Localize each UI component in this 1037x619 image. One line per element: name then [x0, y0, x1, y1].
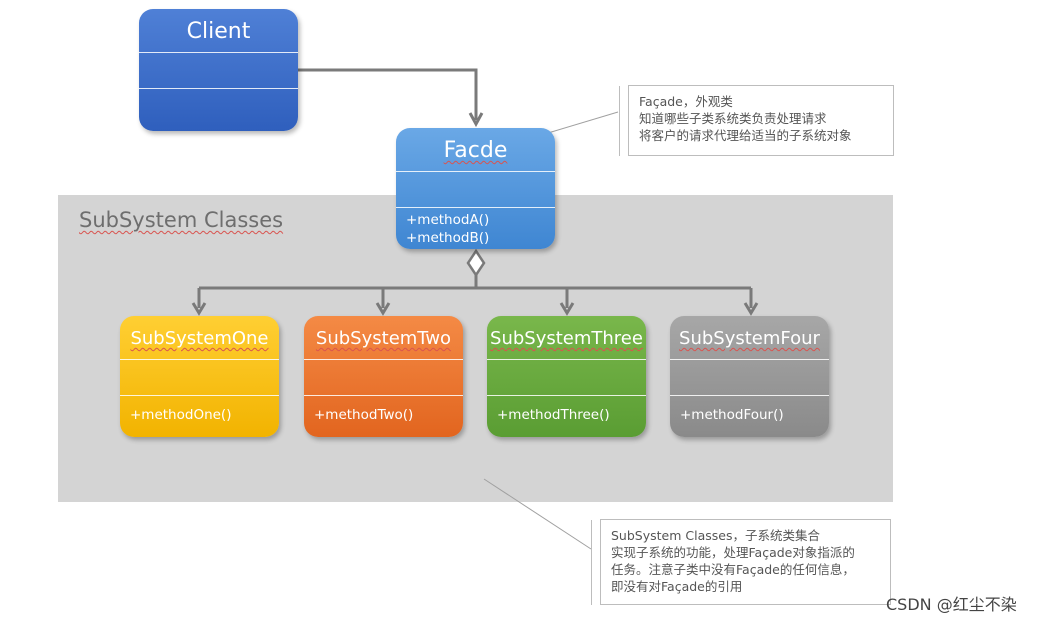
arrow-to-two: [375, 302, 391, 316]
subsystem-four-name-text: SubSystemFour: [679, 328, 820, 349]
group-title-text: SubSystem Classes: [79, 208, 284, 232]
csdn-watermark: CSDN @红尘不染: [886, 595, 1017, 614]
arrow-to-three: [559, 302, 575, 316]
subsystem-note-line-2: 实现子系统的功能，处理Façade对象指派的: [611, 545, 855, 560]
subsystem-two-attributes: [304, 360, 463, 396]
facade-note-line-3: 将客户的请求代理给适当的子系统对象: [639, 128, 852, 143]
client-facade-connector: [298, 68, 478, 120]
subsystem-one-name-text: SubSystemOne: [130, 328, 269, 349]
client-attributes: [139, 53, 298, 89]
facade-note-bar: [619, 86, 620, 156]
client-class[interactable]: Client: [139, 9, 298, 131]
facade-class[interactable]: Facde +methodA() +methodB(): [396, 128, 555, 249]
client-class-name: Client: [139, 9, 298, 53]
subsystem-four-class[interactable]: SubSystemFour +methodFour(): [670, 316, 829, 437]
subsystem-note-line-3: 任务。注意子类中没有Façade的任何信息，: [611, 562, 855, 577]
facade-method-b: +methodB(): [406, 230, 490, 246]
aggregation-diamond: [466, 248, 486, 278]
subsystem-three-attributes: [487, 360, 646, 396]
subsystem-three-class[interactable]: SubSystemThree +methodThree(): [487, 316, 646, 437]
facade-method-a: +methodA(): [406, 212, 490, 228]
subsystem-four-name: SubSystemFour: [670, 316, 829, 360]
subsystem-two-method: +methodTwo(): [314, 407, 414, 423]
facade-name-text: Facde: [443, 138, 508, 163]
subsystem-note-line-1: SubSystem Classes，子系统类集合: [611, 528, 820, 543]
subsystem-one-method: +methodOne(): [130, 407, 232, 423]
arrow-to-four: [743, 302, 759, 316]
client-facade-arrowhead: [468, 112, 484, 128]
subsystem-note-callout: [483, 478, 592, 550]
subsystem-note-line-4: 即没有对Façade的引用: [611, 579, 743, 594]
facade-methods: +methodA() +methodB(): [396, 208, 555, 247]
subsystem-one-name: SubSystemOne: [120, 316, 279, 360]
arrow-to-one: [191, 302, 207, 316]
facade-class-name: Facde: [396, 128, 555, 172]
subsystem-three-method: +methodThree(): [497, 407, 610, 423]
facade-attributes: [396, 172, 555, 208]
subsystem-group-title: SubSystem Classes: [79, 208, 283, 232]
facade-note-line-1: Façade，外观类: [639, 94, 733, 109]
subsystem-two-name-text: SubSystemTwo: [315, 328, 452, 349]
subsystem-two-name: SubSystemTwo: [304, 316, 463, 360]
subsystem-four-method: +methodFour(): [680, 407, 784, 423]
subsystem-note-bar: [591, 520, 592, 605]
subsystem-two-class[interactable]: SubSystemTwo +methodTwo(): [304, 316, 463, 437]
facade-note-callout: [547, 111, 619, 134]
subsystem-one-class[interactable]: SubSystemOne +methodOne(): [120, 316, 279, 437]
facade-note-line-2: 知道哪些子类系统类负责处理请求: [639, 111, 827, 126]
subsystem-note: SubSystem Classes，子系统类集合 实现子系统的功能，处理Faça…: [600, 519, 891, 605]
subsystem-three-name-text: SubSystemThree: [490, 328, 643, 349]
subsystem-three-name: SubSystemThree: [487, 316, 646, 360]
subsystem-four-attributes: [670, 360, 829, 396]
facade-note: Façade，外观类 知道哪些子类系统类负责处理请求 将客户的请求代理给适当的子…: [628, 85, 894, 156]
subsystem-one-attributes: [120, 360, 279, 396]
